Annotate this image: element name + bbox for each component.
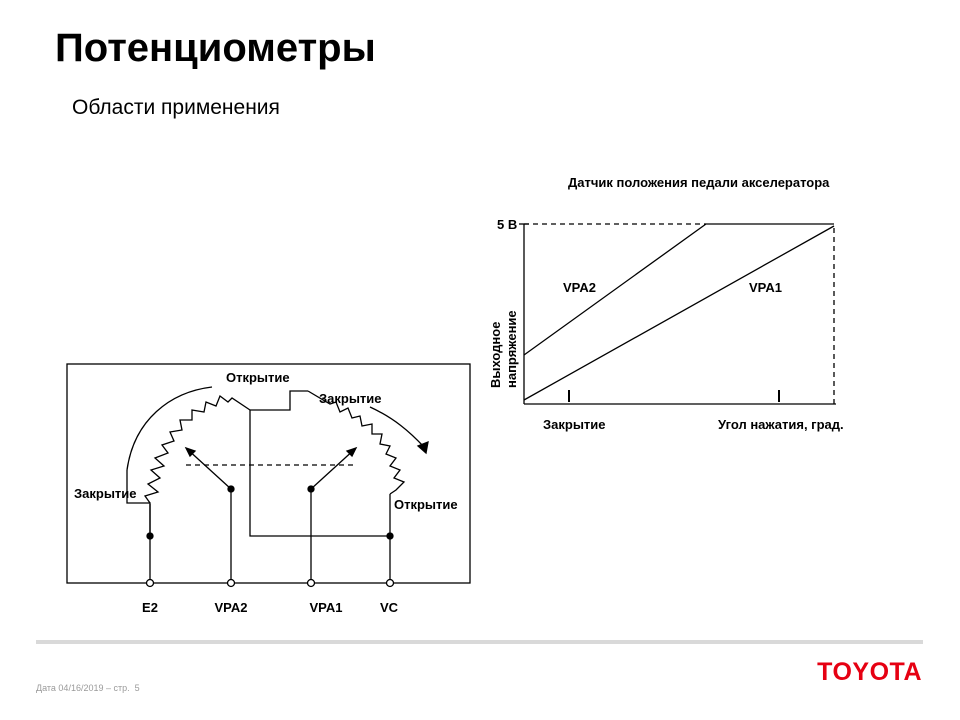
rotation-arrow-icon <box>416 440 429 455</box>
series-vpa1-line <box>523 225 835 401</box>
resistor-track-vpa2 <box>143 394 251 504</box>
junction-vpa1 <box>307 485 315 493</box>
graph-title: Датчик положения педали акселератора <box>568 175 830 190</box>
toyota-logo: TOYOTA <box>817 658 922 686</box>
terminal-vpa2 <box>226 578 236 588</box>
wiper-vpa2-arrowhead <box>184 446 197 458</box>
label-open-right: Открытие <box>394 497 458 512</box>
graph-y-axis-label-line2: напряжение <box>504 310 519 388</box>
junction-vc <box>386 532 394 540</box>
wire-bridge <box>249 410 390 537</box>
terminal-vpa1 <box>306 578 316 588</box>
graph-5v-label: 5 В <box>497 217 517 232</box>
output-graph <box>519 223 836 405</box>
terminal-label-vpa1: VPA1 <box>310 600 343 615</box>
graph-closed-label: Закрытие <box>543 417 606 432</box>
rotation-arc-left <box>126 386 213 471</box>
series-vpa2-line <box>523 223 834 356</box>
circuit-housing <box>66 363 471 584</box>
terminal-label-vc: VC <box>380 600 399 615</box>
slide-title: Потенциометры <box>55 26 376 70</box>
circuit-diagram <box>66 363 471 588</box>
terminal-vc <box>385 578 395 588</box>
series-label-vpa1: VPA1 <box>749 280 782 295</box>
resistor-track-vpa1 <box>307 390 406 495</box>
wiper-vpa1 <box>310 447 357 490</box>
label-open-top: Открытие <box>226 370 290 385</box>
graph-y-axis-label-line1: Выходное <box>488 322 503 388</box>
footer-divider <box>36 640 923 644</box>
wiper-vpa1-arrowhead <box>345 446 358 458</box>
slide-subtitle: Области применения <box>72 96 280 119</box>
label-close-top: Закрытие <box>319 391 382 406</box>
series-label-vpa2: VPA2 <box>563 280 596 295</box>
wire-top-link <box>250 390 308 411</box>
label-close-left: Закрытие <box>74 486 137 501</box>
rotation-arc-right <box>369 406 425 448</box>
footer-date: Дата 04/16/2019 – стр. 5 <box>36 683 140 693</box>
terminal-label-vpa2: VPA2 <box>215 600 248 615</box>
terminal-e2 <box>145 578 155 588</box>
junction-vpa2 <box>227 485 235 493</box>
junction-e2 <box>146 532 154 540</box>
wiper-vpa2 <box>185 447 232 490</box>
terminal-label-e2: E2 <box>142 600 158 615</box>
graph-x-axis-label: Угол нажатия, град. <box>718 417 844 432</box>
